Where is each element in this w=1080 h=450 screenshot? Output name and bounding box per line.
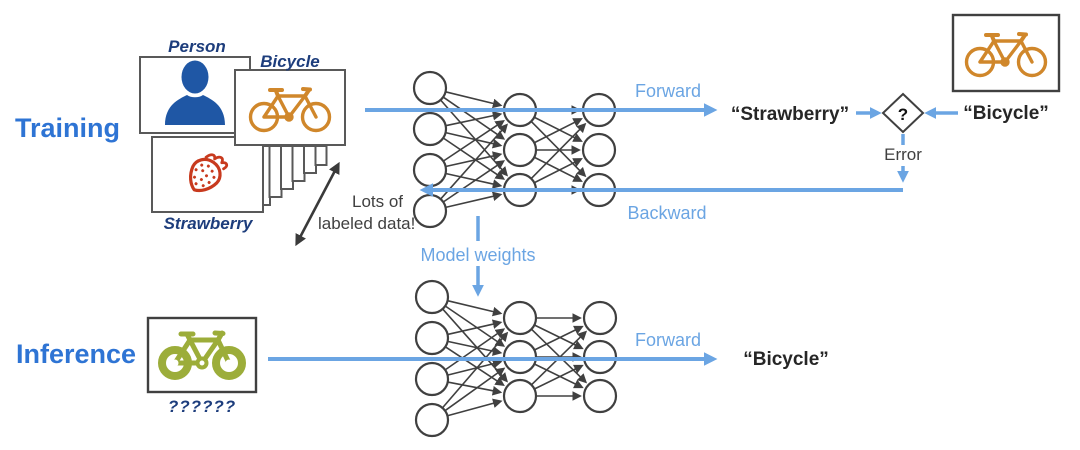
network-edge [442, 120, 505, 162]
network-edge [534, 364, 584, 390]
network-node [412, 70, 448, 106]
inference-section-label: Inference [16, 339, 136, 369]
person-icon [165, 60, 225, 125]
network-node [412, 193, 448, 229]
network-edge [447, 398, 503, 417]
network-edge [530, 122, 587, 180]
network-node [502, 132, 538, 168]
inference-prediction-text: “Bicycle” [743, 349, 829, 370]
network-node [582, 378, 618, 414]
model-weights-label: Model weights [420, 245, 535, 265]
inference-neural-network [414, 279, 618, 438]
inference-input-card: ?????? [146, 316, 258, 416]
network-edge [533, 116, 583, 142]
error-label: Error [884, 145, 922, 164]
network-edge [447, 340, 503, 356]
comparison-question-mark: ? [898, 105, 908, 124]
network-node [414, 320, 450, 356]
stack-page [303, 145, 317, 174]
network-edge [445, 111, 503, 127]
stack-page [291, 145, 306, 182]
training-target-text: “Bicycle” [963, 103, 1049, 124]
stack-page [314, 145, 328, 166]
network-edge [447, 299, 503, 317]
network-edge [444, 367, 506, 412]
strawberry-card [151, 136, 264, 213]
network-edge [442, 160, 506, 203]
training-prediction-text: “Strawberry” [731, 104, 849, 125]
network-node [414, 361, 450, 397]
network-edge [533, 158, 583, 184]
network-edge [440, 123, 508, 200]
network-node [581, 132, 617, 168]
bicycle-card-label: Bicycle [260, 52, 320, 71]
inference-forward-label: Forward [635, 330, 701, 350]
network-edge [534, 363, 584, 389]
network-node [414, 279, 450, 315]
network-edge [534, 324, 584, 350]
ground-truth-card [951, 13, 1061, 93]
network-edge [445, 131, 503, 149]
unknown-label: ?????? [168, 397, 236, 416]
network-node [502, 378, 538, 414]
network-edge [445, 151, 503, 168]
network-edge [534, 325, 584, 351]
network-node [502, 300, 538, 336]
network-edge [533, 156, 583, 182]
network-edge [447, 319, 503, 336]
strawberry-seeds [193, 163, 216, 188]
network-node [412, 111, 448, 147]
note-line-2: labeled data! [318, 214, 415, 233]
network-edge [445, 191, 503, 209]
double-arrow [295, 161, 340, 247]
flow-arrows [268, 103, 958, 366]
person-card-label: Person [168, 37, 226, 56]
training-image-stack: Person Bicycle Strawberry [139, 37, 346, 233]
strawberry-card-label: Strawberry [164, 214, 254, 233]
labeled-data-note: Lots of labeled data! [295, 161, 415, 247]
note-line-1: Lots of [352, 192, 403, 211]
error-label-backdrop [884, 145, 922, 164]
network-edge [441, 331, 509, 409]
network-edge [445, 172, 503, 189]
stack-page [268, 145, 283, 198]
network-edge [533, 118, 583, 144]
training-bicycle-card [234, 69, 346, 146]
training-neural-network [412, 70, 617, 229]
network-edge [444, 305, 506, 347]
network-node [582, 300, 618, 336]
network-node [414, 402, 450, 438]
network-edge [447, 381, 503, 396]
network-edge [444, 328, 506, 371]
training-backward-label: Backward [627, 203, 706, 223]
strawberry-icon [188, 153, 229, 193]
network-edge [442, 137, 506, 180]
network-edge [444, 346, 505, 387]
network-edge [447, 359, 503, 376]
stack-page [280, 145, 294, 190]
image-stack-pages [257, 145, 328, 206]
network-edge [445, 91, 503, 109]
comparison-diamond: ? [881, 92, 925, 134]
network-node [412, 152, 448, 188]
training-forward-label: Forward [635, 81, 701, 101]
network-edge [442, 96, 506, 140]
training-section-label: Training [15, 113, 120, 143]
